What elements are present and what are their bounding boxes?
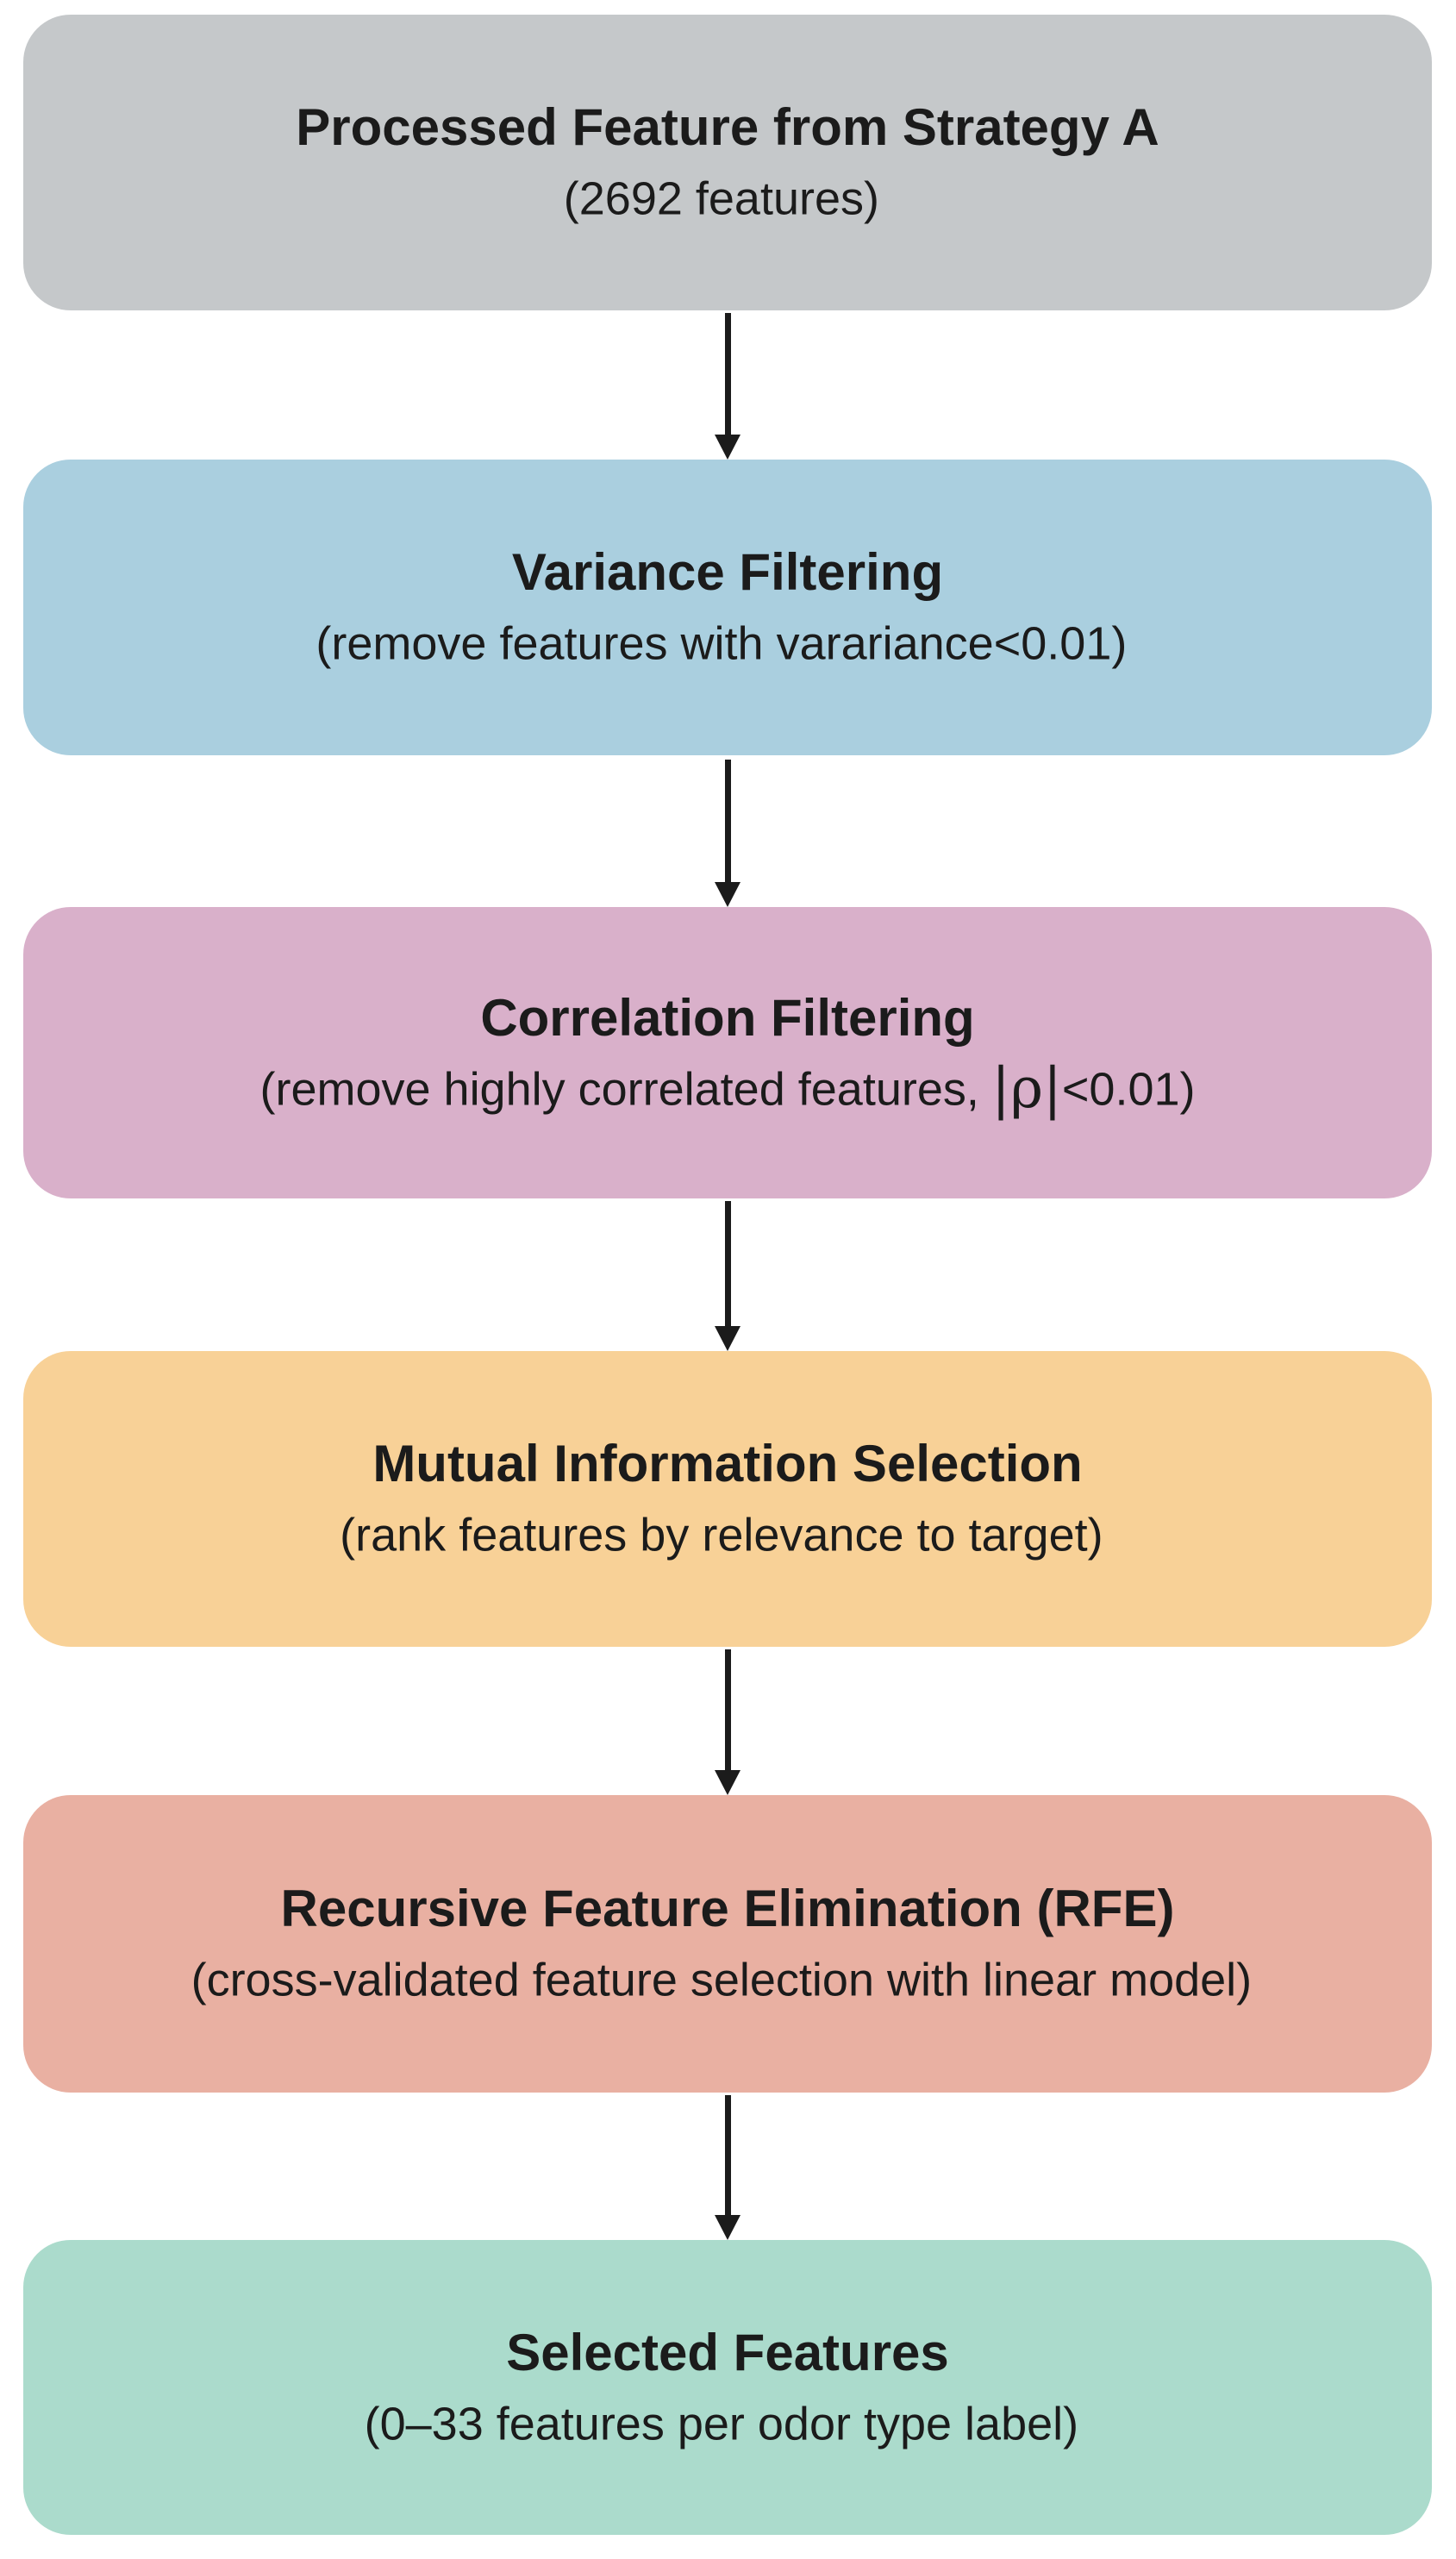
subtitle-math-rho: |ρ|: [991, 1055, 1062, 1121]
subtitle-text: (remove highly correlated features,: [259, 1063, 979, 1116]
subtitle-text: (remove features with varariance<0.01): [316, 617, 1128, 670]
flow-arrow-down-icon: [715, 1201, 740, 1351]
arrow-head: [715, 2215, 740, 2240]
step-title: Processed Feature from Strategy A: [296, 98, 1159, 157]
arrow-shaft: [724, 2095, 731, 2215]
flow-step-selected-features: Selected Features (0–33 features per odo…: [23, 2240, 1432, 2535]
flow-arrow-down-icon: [715, 313, 740, 460]
arrow-shaft: [724, 1201, 731, 1326]
flow-arrow-down-icon: [715, 760, 740, 907]
subtitle-text: (0–33 features per odor type label): [364, 2398, 1079, 2450]
step-subtitle: (0–33 features per odor type label): [365, 2396, 1091, 2452]
arrow-head: [715, 435, 740, 460]
flow-step-variance-filtering: Variance Filtering (remove features with…: [23, 460, 1432, 755]
subtitle-text-post: <0.01): [1061, 1063, 1196, 1116]
flow-step-processed-features: Processed Feature from Strategy A (2692 …: [23, 15, 1432, 310]
step-title: Correlation Filtering: [480, 988, 975, 1047]
flow-arrow-down-icon: [715, 2095, 740, 2240]
step-title: Selected Features: [506, 2323, 949, 2381]
step-title: Recursive Feature Elimination (RFE): [280, 1880, 1175, 1938]
step-subtitle: (rank features by relevance to target): [340, 1507, 1115, 1563]
arrow-head: [715, 1770, 740, 1795]
arrow-shaft: [724, 760, 731, 882]
step-title: Mutual Information Selection: [372, 1435, 1083, 1493]
step-title: Variance Filtering: [511, 543, 944, 602]
arrow-head: [715, 1326, 740, 1351]
flow-arrow-down-icon: [715, 1649, 740, 1795]
subtitle-text: (rank features by relevance to target): [340, 1509, 1103, 1561]
step-subtitle: (remove highly correlated features,|ρ|<0…: [259, 1061, 1195, 1117]
step-subtitle: (2692 features): [564, 171, 891, 227]
arrow-shaft: [724, 1649, 731, 1770]
flow-step-mutual-information: Mutual Information Selection (rank featu…: [23, 1351, 1432, 1647]
flow-step-recursive-feature-elimination: Recursive Feature Elimination (RFE) (cro…: [23, 1795, 1432, 2093]
step-subtitle: (cross-validated feature selection with …: [191, 1952, 1265, 2008]
flow-step-correlation-filtering: Correlation Filtering (remove highly cor…: [23, 907, 1432, 1198]
arrow-shaft: [724, 313, 731, 435]
arrow-head: [715, 882, 740, 907]
step-subtitle: (remove features with varariance<0.01): [316, 616, 1139, 672]
subtitle-text: (2692 features): [563, 172, 879, 225]
subtitle-text: (cross-validated feature selection with …: [191, 1954, 1253, 2006]
